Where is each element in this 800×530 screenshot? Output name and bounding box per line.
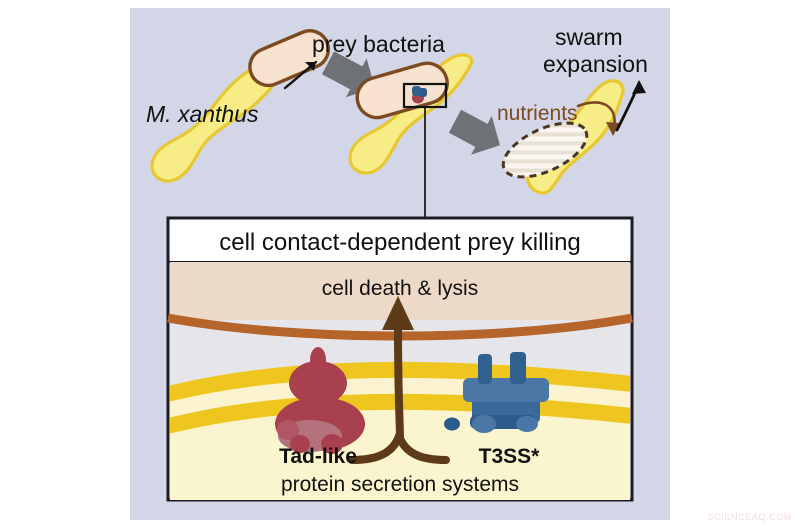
tad-like-machine [275, 347, 365, 454]
label-m-xanthus: M. xanthus [146, 101, 259, 127]
label-nutrients: nutrients [497, 102, 578, 125]
prey-cell-1 [248, 29, 331, 88]
label-t3ss: T3SS* [479, 445, 541, 468]
predator-cell-1 [150, 60, 284, 183]
toxin-delivery-arrow [348, 296, 450, 464]
post-lysis-pair [501, 79, 646, 195]
watermark: SCIENCEAQ.COM [707, 512, 792, 522]
label-cell-death: cell death & lysis [322, 277, 478, 300]
prey-pointer-arrow [283, 60, 318, 90]
label-swarm-line1: swarm [555, 24, 623, 50]
contact-pair [348, 53, 474, 218]
lysed-prey-cell [501, 121, 589, 179]
t3ss-machine [444, 352, 549, 433]
detail-panel [166, 216, 634, 502]
label-secretion-systems: protein secretion systems [281, 473, 519, 496]
label-swarm-line2: expansion [543, 51, 648, 77]
detail-panel-title: cell contact-dependent prey killing [219, 229, 581, 256]
label-prey-bacteria: prey bacteria [312, 31, 445, 57]
process-arrow-2 [448, 109, 500, 155]
label-tad-like: Tad-like [279, 445, 357, 468]
